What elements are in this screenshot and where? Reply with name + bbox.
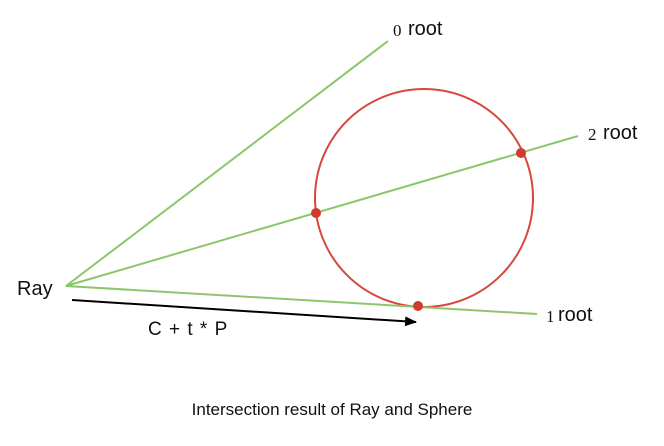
- intersection-point: [311, 208, 321, 218]
- tangent-point: [413, 301, 423, 311]
- intersection-point: [516, 148, 526, 158]
- root-0-number: 0: [393, 21, 402, 40]
- figure-caption: Intersection result of Ray and Sphere: [191, 400, 473, 419]
- ray-line-1-root: [65, 285, 538, 315]
- root-1-number: 1: [546, 307, 555, 326]
- direction-arrow: [71, 299, 417, 327]
- ray-label: Ray: [17, 278, 53, 300]
- ray-line-2-root: [65, 135, 579, 287]
- root-2-number: 2: [588, 125, 597, 144]
- ray-sphere-diagram: Ray C + t * P 0 root 2 root 1 root: [17, 18, 638, 340]
- ray-line-0-root: [65, 40, 389, 287]
- formula-label: C + t * P: [148, 319, 228, 340]
- root-1-word: root: [558, 304, 593, 326]
- root-0-word: root: [408, 18, 443, 40]
- sphere-circle: [314, 88, 534, 308]
- root-2-word: root: [603, 122, 638, 144]
